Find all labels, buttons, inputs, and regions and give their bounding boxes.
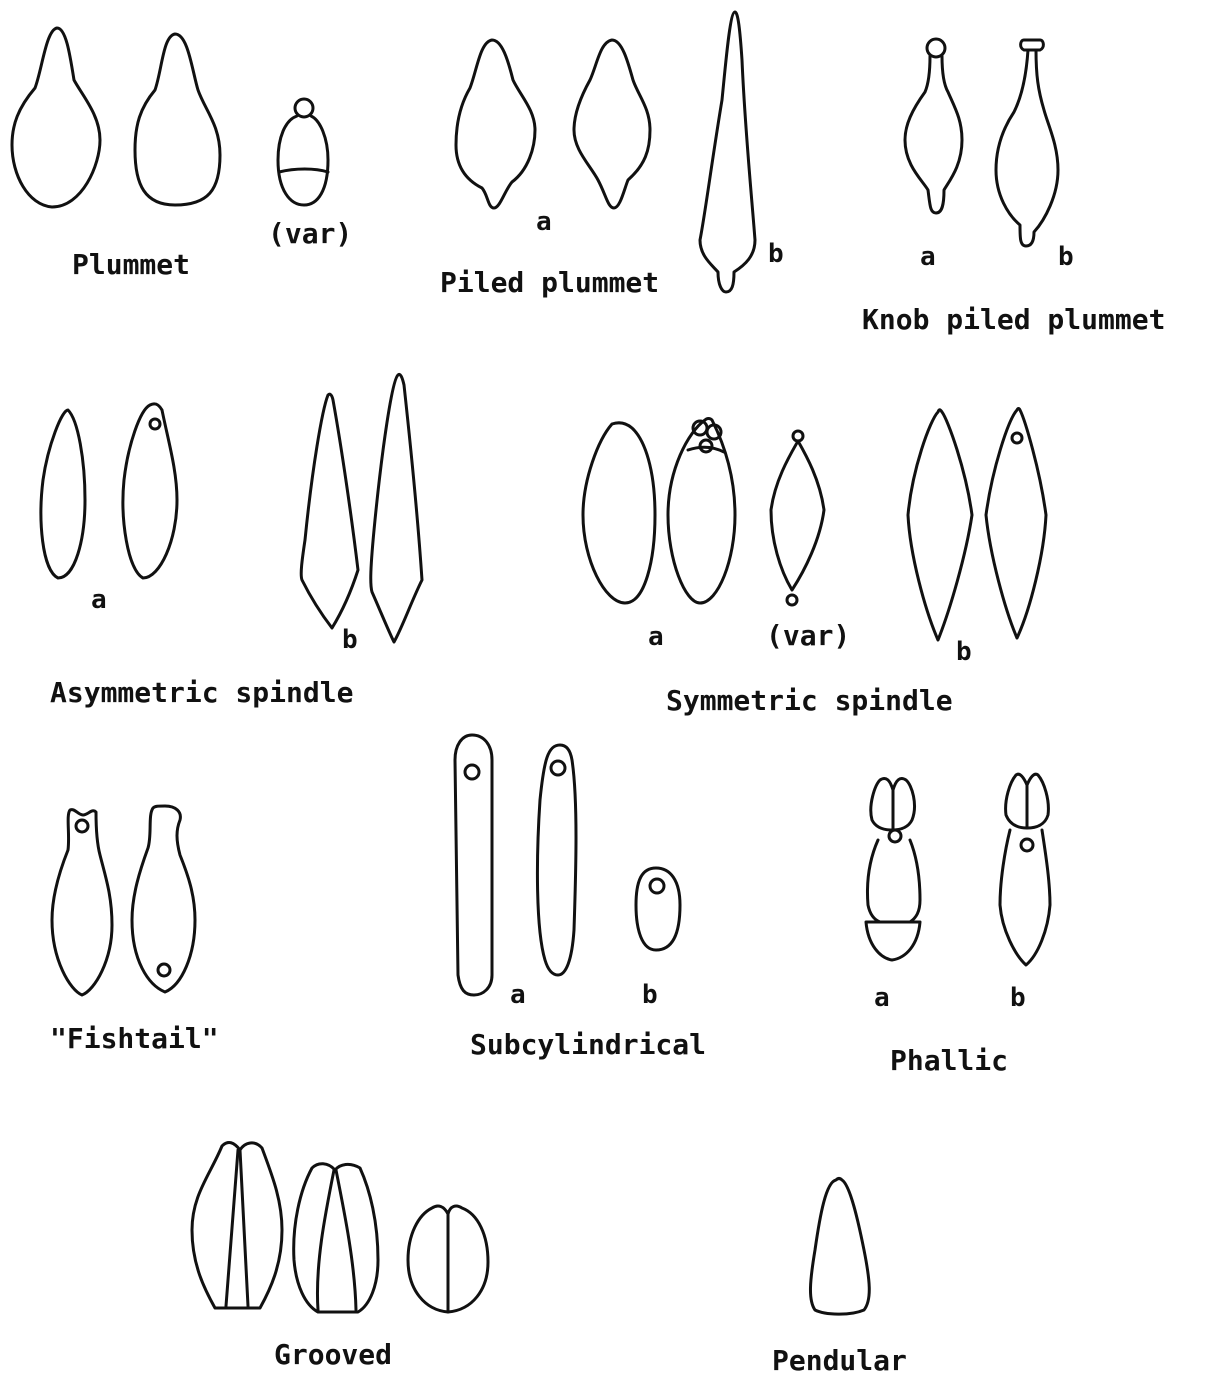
knob-b-top (1021, 40, 1044, 50)
phallic-a-hole (889, 830, 901, 842)
symmetric-spindle-var-label: (var) (766, 619, 850, 652)
phallic-group: a b Phallic (866, 774, 1050, 1077)
symmetric-spindle-shape-a1 (583, 423, 655, 603)
pendular-label: Pendular (772, 1344, 907, 1374)
grooved-1-groove-a (226, 1150, 238, 1306)
subcylindrical-a-label: a (510, 980, 526, 1010)
phallic-a-shaft (867, 840, 920, 922)
phallic-b-shape (1000, 774, 1050, 965)
plummet-var-shape (278, 99, 328, 205)
knob-piled-plummet-shape-a (905, 56, 962, 213)
plummet-var-body (278, 116, 328, 205)
plummet-label: Plummet (72, 248, 190, 281)
grooved-shape-2 (294, 1164, 378, 1312)
knob-piled-plummet-shape-b (996, 50, 1058, 246)
symmetric-spindle-b2-hole (1012, 433, 1022, 443)
fishtail-group: "Fishtail" (50, 806, 219, 1055)
asymmetric-spindle-group: a b Asymmetric spindle (41, 374, 422, 709)
knob-piled-plummet-b-label: b (1058, 242, 1074, 272)
phallic-a-base (866, 922, 920, 960)
grooved-2-groove-b (336, 1170, 356, 1310)
piled-plummet-a-label: a (536, 207, 552, 237)
piled-plummet-b-label: b (768, 239, 784, 269)
symmetric-spindle-b-label: b (956, 637, 972, 667)
piled-plummet-shape-b (574, 40, 650, 208)
knob-piled-plummet-group: a b Knob piled plummet (862, 39, 1165, 336)
piled-plummet-shape-long (700, 12, 755, 292)
asymmetric-spindle-shape-a1 (41, 410, 85, 578)
knob-a-top (927, 39, 945, 57)
asymmetric-spindle-a-label: a (91, 585, 107, 615)
phallic-label: Phallic (890, 1044, 1008, 1077)
symmetric-spindle-group: a (var) b Symmetric spindle (583, 409, 1046, 718)
fishtail-hole-2 (158, 964, 170, 976)
plummet-shape-1 (12, 28, 100, 207)
symmetric-spindle-label: Symmetric spindle (666, 684, 953, 717)
pendular-group: Pendular (772, 1179, 907, 1374)
symmetric-spindle-a-label: a (648, 622, 664, 652)
fishtail-hole-1 (76, 820, 88, 832)
symmetric-spindle-shape-b1 (908, 410, 972, 640)
subcylindrical-b-label: b (642, 980, 658, 1010)
plummet-group: (var) Plummet (12, 28, 352, 281)
grooved-2-groove-a (317, 1170, 334, 1310)
piled-plummet-label: Piled plummet (440, 266, 659, 299)
pendular-shape (810, 1179, 869, 1315)
asymmetric-spindle-a2-hole (150, 419, 160, 429)
piled-plummet-shape-a (456, 40, 535, 208)
asymmetric-spindle-shape-b2 (371, 374, 422, 642)
phallic-a-label: a (874, 983, 890, 1013)
asymmetric-spindle-shape-a2 (123, 404, 177, 578)
subcylindrical-shape-a1 (455, 735, 492, 995)
grooved-group: Grooved (192, 1143, 488, 1371)
plummet-var-label: (var) (268, 217, 352, 250)
subcylindrical-a1-hole (465, 765, 479, 779)
fishtail-label: "Fishtail" (50, 1022, 219, 1055)
fishtail-shape-1 (52, 810, 112, 995)
subcylindrical-shape-a2 (537, 745, 576, 975)
grooved-label: Grooved (274, 1338, 392, 1371)
grooved-1-groove-b (240, 1150, 248, 1306)
phallic-a-shape (866, 778, 920, 960)
subcylindrical-b-hole (650, 879, 664, 893)
asymmetric-spindle-label: Asymmetric spindle (50, 676, 353, 709)
symmetric-spindle-var-bottom-hole (787, 595, 797, 605)
phallic-b-hole (1021, 839, 1033, 851)
knob-piled-plummet-a-label: a (920, 242, 936, 272)
asymmetric-spindle-shape-b1 (301, 394, 358, 628)
plummet-var-band (279, 169, 328, 172)
subcylindrical-label: Subcylindrical (470, 1028, 706, 1061)
asymmetric-spindle-b-label: b (342, 625, 358, 655)
knob-piled-plummet-label: Knob piled plummet (862, 303, 1165, 336)
phallic-b-label: b (1010, 983, 1026, 1013)
piled-plummet-group: a b Piled plummet (440, 12, 784, 299)
plummet-shape-2 (135, 34, 220, 205)
plummet-var-knob (295, 99, 313, 117)
subcylindrical-a2-hole (551, 761, 565, 775)
subcylindrical-group: a b Subcylindrical (455, 735, 706, 1061)
symmetric-spindle-var-shape (771, 441, 824, 590)
